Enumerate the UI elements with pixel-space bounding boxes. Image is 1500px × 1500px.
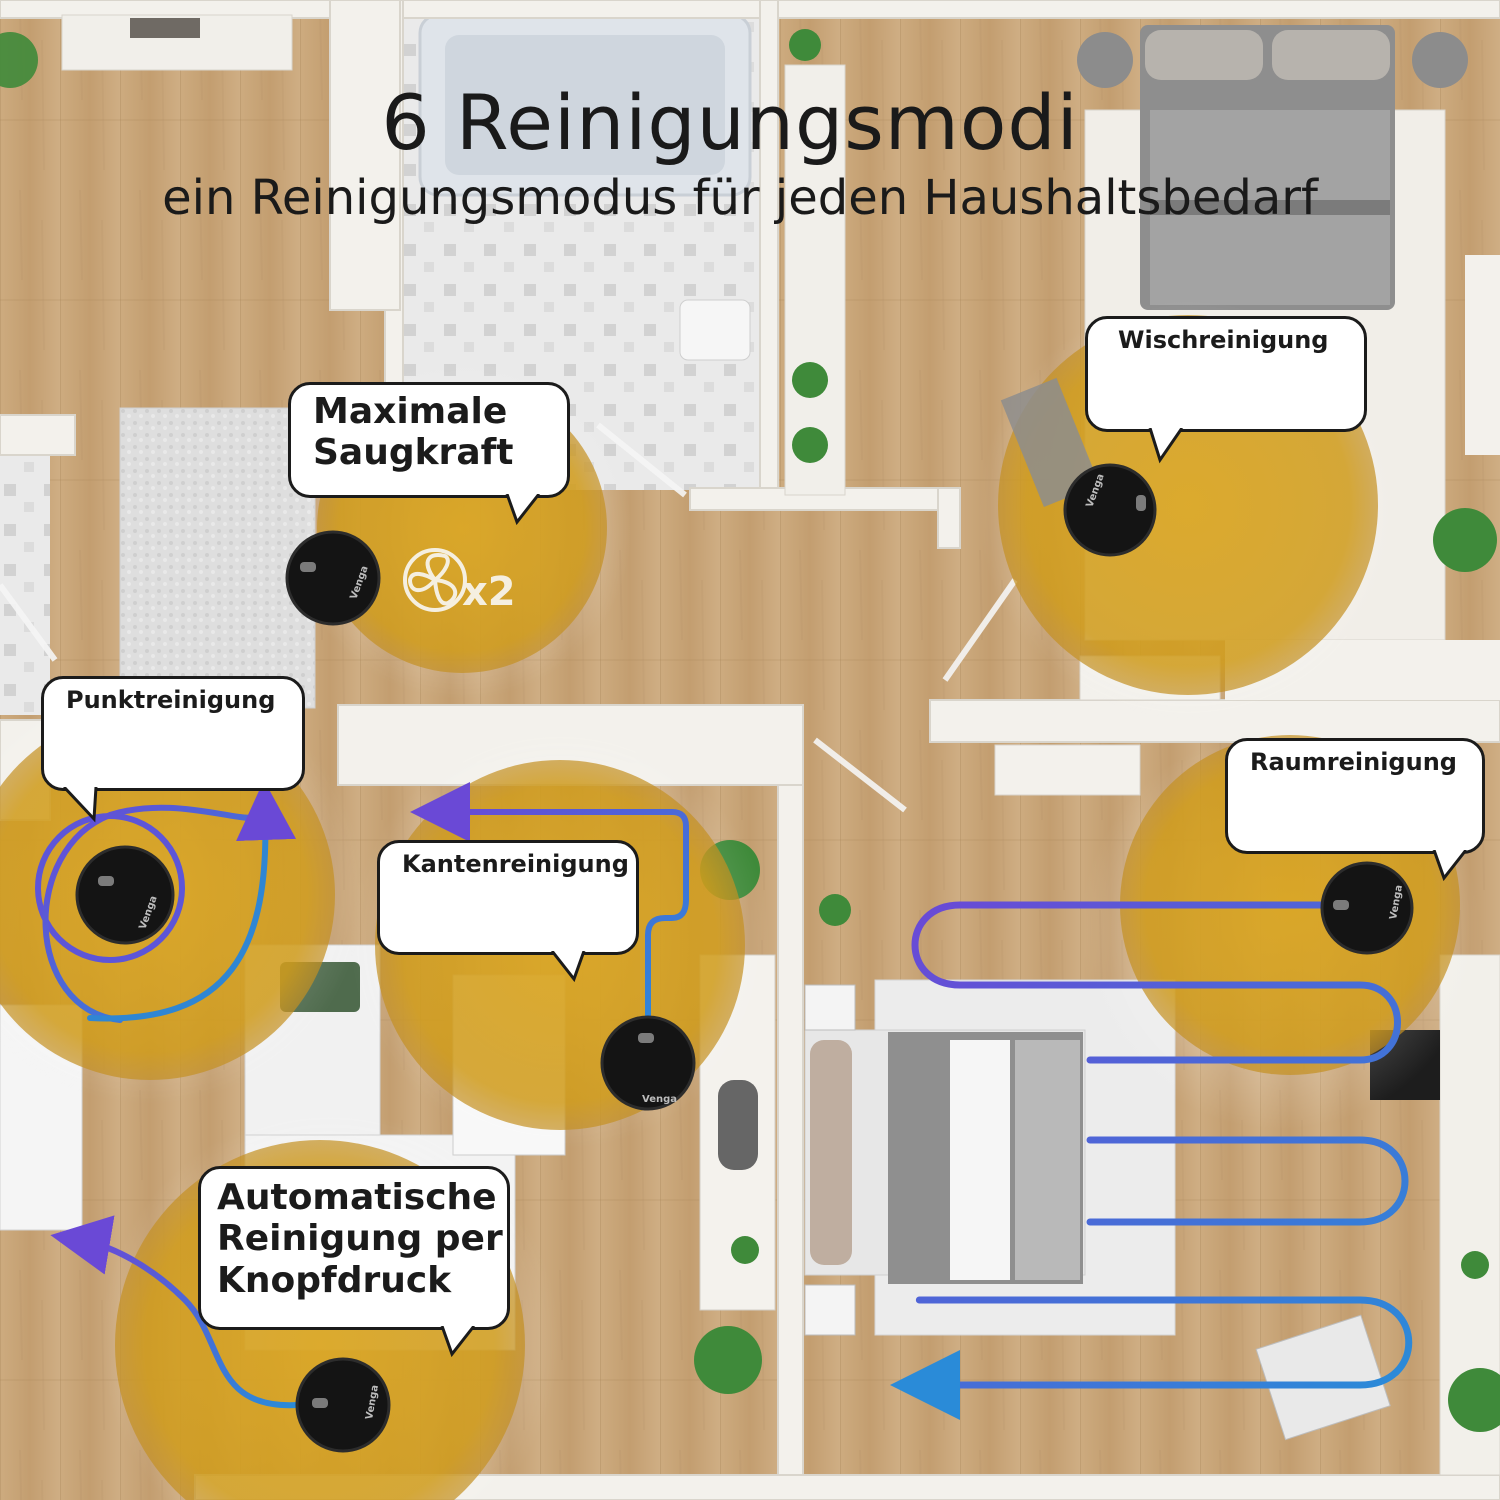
bubble-tail — [62, 787, 98, 823]
robot-auto — [295, 1357, 391, 1453]
bubble-room: Raumreinigung — [1225, 738, 1485, 854]
mode-label-room: Raumreinigung — [1250, 748, 1457, 776]
bubble-tail — [440, 1326, 476, 1358]
fan-multiplier: x2 — [462, 569, 516, 615]
bubble-tail — [505, 494, 541, 526]
page-subtitle: ein Reinigungsmodus für jeden Haushaltsb… — [162, 170, 1318, 226]
bubble-mopping: Wischreinigung — [1085, 316, 1367, 432]
robot-edge — [600, 1015, 696, 1111]
bubble-max-suction: Maximale Saugkraft — [288, 382, 570, 498]
mode-label-max-suction: Maximale Saugkraft — [313, 391, 514, 474]
bubble-tail — [1148, 428, 1184, 464]
bubble-auto: Automatische Reinigung per Knopfdruck — [198, 1166, 510, 1330]
robot-room — [1320, 861, 1414, 955]
mop-trail — [1000, 377, 1100, 508]
bubble-tail — [550, 951, 586, 983]
robot-vacuums: Venga Venga Venga Venga Venga Venga — [75, 463, 1414, 1453]
bubble-tail — [1432, 850, 1468, 882]
cleaning-paths — [35, 780, 1413, 1405]
page-title: 6 Reinigungsmodi — [381, 78, 1079, 167]
mode-label-edge: Kantenreinigung — [402, 850, 629, 878]
mode-label-mopping: Wischreinigung — [1118, 326, 1329, 354]
robot-brand: Venga — [642, 1094, 677, 1105]
mode-label-auto: Automatische Reinigung per Knopfdruck — [217, 1177, 503, 1301]
robot-max-suction — [285, 530, 381, 626]
mode-label-spot: Punktreinigung — [66, 686, 276, 714]
robot-spot — [75, 845, 175, 945]
rug — [119, 407, 316, 709]
fan-icon — [403, 548, 467, 612]
robot-mopping — [1063, 463, 1157, 557]
bubble-edge: Kantenreinigung — [377, 840, 639, 955]
bubble-spot: Punktreinigung — [41, 676, 305, 791]
